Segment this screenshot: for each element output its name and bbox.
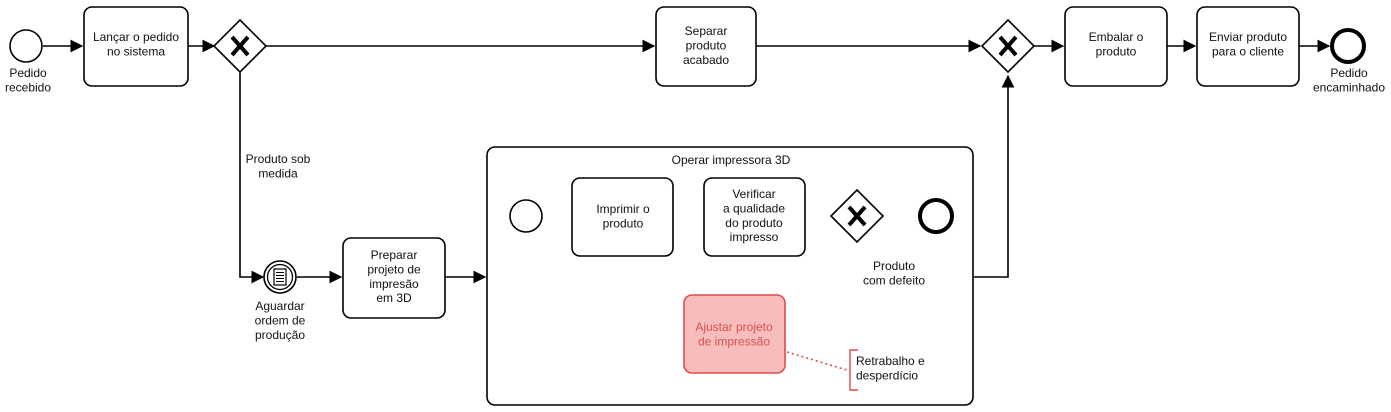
- exclusive-gateway-1[interactable]: [212, 18, 268, 74]
- wait-order-event[interactable]: [263, 260, 297, 294]
- task-verificar-qualidade[interactable]: [703, 177, 806, 257]
- x-icon: [847, 205, 867, 227]
- task-ajustar-projeto[interactable]: [683, 294, 786, 374]
- task-preparar-projeto[interactable]: [342, 237, 446, 319]
- task-embalar-produto[interactable]: [1064, 6, 1168, 87]
- task-imprimir-produto[interactable]: [571, 177, 674, 257]
- x-icon: [230, 35, 250, 57]
- annotation-association: [786, 351, 851, 372]
- subprocess-title: Operar impressora 3D: [672, 153, 791, 167]
- flow-gateway1-to-wait: [239, 72, 265, 284]
- x-icon: [998, 35, 1018, 57]
- subprocess-start-event[interactable]: [509, 199, 543, 233]
- exclusive-gateway-2[interactable]: [980, 18, 1036, 74]
- start-event[interactable]: [9, 29, 43, 63]
- document-icon: [273, 268, 287, 286]
- task-separar-produto[interactable]: [655, 6, 757, 87]
- end-event[interactable]: [1330, 28, 1366, 64]
- exclusive-gateway-3[interactable]: [829, 188, 885, 244]
- annotation-bracket: [849, 349, 858, 391]
- task-lancar-pedido[interactable]: [83, 6, 189, 87]
- subprocess-end-event[interactable]: [918, 198, 954, 234]
- flow-subprocess-to-gateway2: [974, 74, 1015, 278]
- task-enviar-produto[interactable]: [1196, 6, 1300, 87]
